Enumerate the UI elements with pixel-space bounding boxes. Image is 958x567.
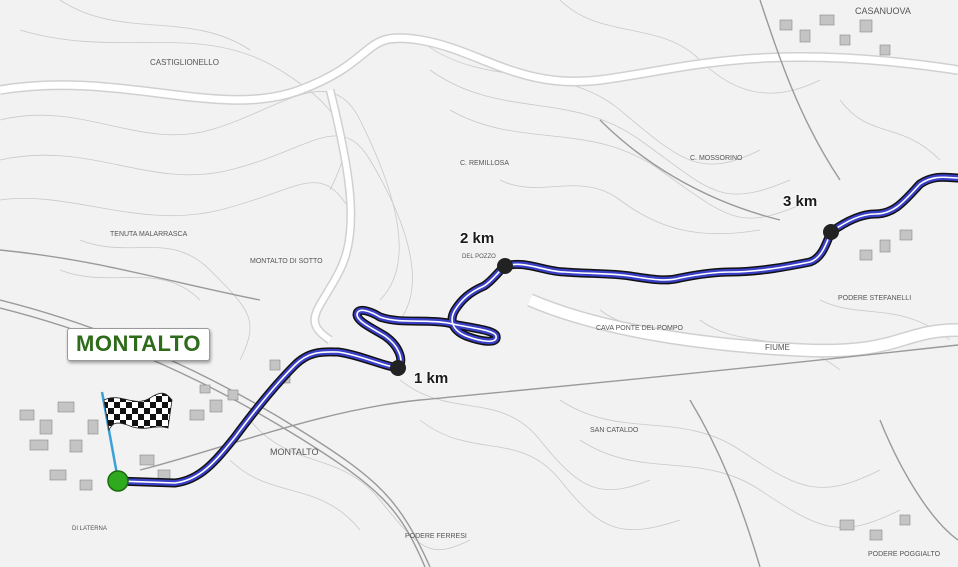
km-label-3: 3 km bbox=[783, 193, 818, 210]
route-line[interactable] bbox=[113, 172, 958, 488]
place-label-cava-ponte: CAVA PONTE DEL POMPO bbox=[596, 325, 684, 332]
start-point[interactable] bbox=[107, 470, 129, 492]
km-marker-dot-1[interactable] bbox=[390, 360, 406, 376]
km-label-1: 1 km bbox=[414, 370, 449, 387]
place-label-san-cataldo: SAN CATALDO bbox=[590, 427, 639, 434]
place-label-remillosa: C. REMILLOSA bbox=[460, 160, 509, 167]
place-labels: CASTIGLIONELLO CASANUOVA TENUTA MALARRAS… bbox=[72, 6, 941, 558]
checkered-flag-icon bbox=[100, 391, 173, 481]
km-marker-dot-3[interactable] bbox=[823, 224, 839, 240]
place-label-tenuta-mararasca: TENUTA MALARRASCA bbox=[110, 231, 188, 238]
place-label-fiume: FIUME bbox=[765, 343, 790, 352]
place-label-del-pozzo: DEL POZZO bbox=[462, 254, 496, 260]
km-label-2: 2 km bbox=[460, 230, 495, 247]
place-label-casanuova: CASANUOVA bbox=[855, 6, 911, 16]
km-marker-dot-2[interactable] bbox=[497, 258, 513, 274]
km-markers bbox=[390, 224, 839, 376]
place-label-castiglionello: CASTIGLIONELLO bbox=[150, 58, 219, 67]
place-label-montalto-di-sotto: MONTALTO DI SOTTO bbox=[250, 258, 323, 265]
place-label-podere-ferresi: PODERE FERRESI bbox=[405, 533, 467, 540]
river bbox=[0, 33, 958, 358]
place-label-laterna: DI LATERNA bbox=[72, 526, 107, 532]
place-label-montalto: MONTALTO bbox=[270, 447, 319, 457]
place-label-podere-poggialto: PODERE POGGIALTO bbox=[868, 551, 941, 558]
place-label-mossorino: C. MOSSORINO bbox=[690, 155, 743, 162]
start-location-label: MONTALTO bbox=[67, 328, 210, 361]
place-label-stefanelli: PODERE STEFANELLI bbox=[838, 295, 911, 302]
